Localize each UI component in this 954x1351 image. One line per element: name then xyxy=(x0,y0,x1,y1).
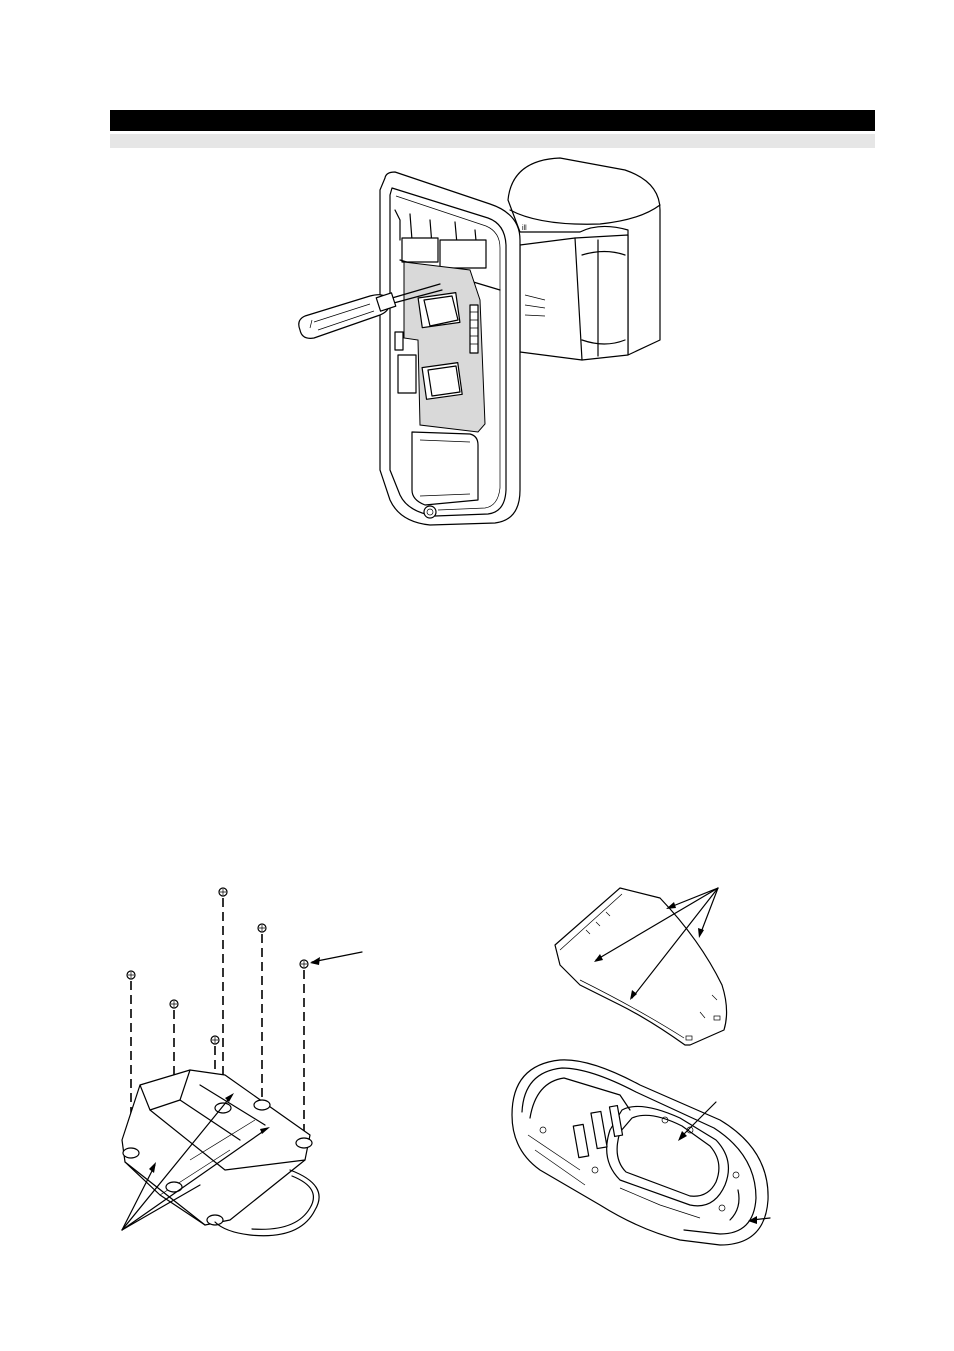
detector-figure: ill xyxy=(298,157,661,526)
housing-base xyxy=(511,1059,769,1246)
bracket-screws-figure xyxy=(121,887,363,1237)
screwdriver-icon xyxy=(298,283,443,339)
rear-hood: ill xyxy=(507,157,661,361)
section-header-bar xyxy=(110,110,875,131)
section-subheader-bar xyxy=(110,134,875,148)
housing-figure xyxy=(511,887,771,1246)
mounting-bracket xyxy=(121,1069,320,1237)
hood-insert xyxy=(554,887,728,1046)
detector-body xyxy=(379,171,521,526)
svg-text:ill: ill xyxy=(522,225,527,232)
